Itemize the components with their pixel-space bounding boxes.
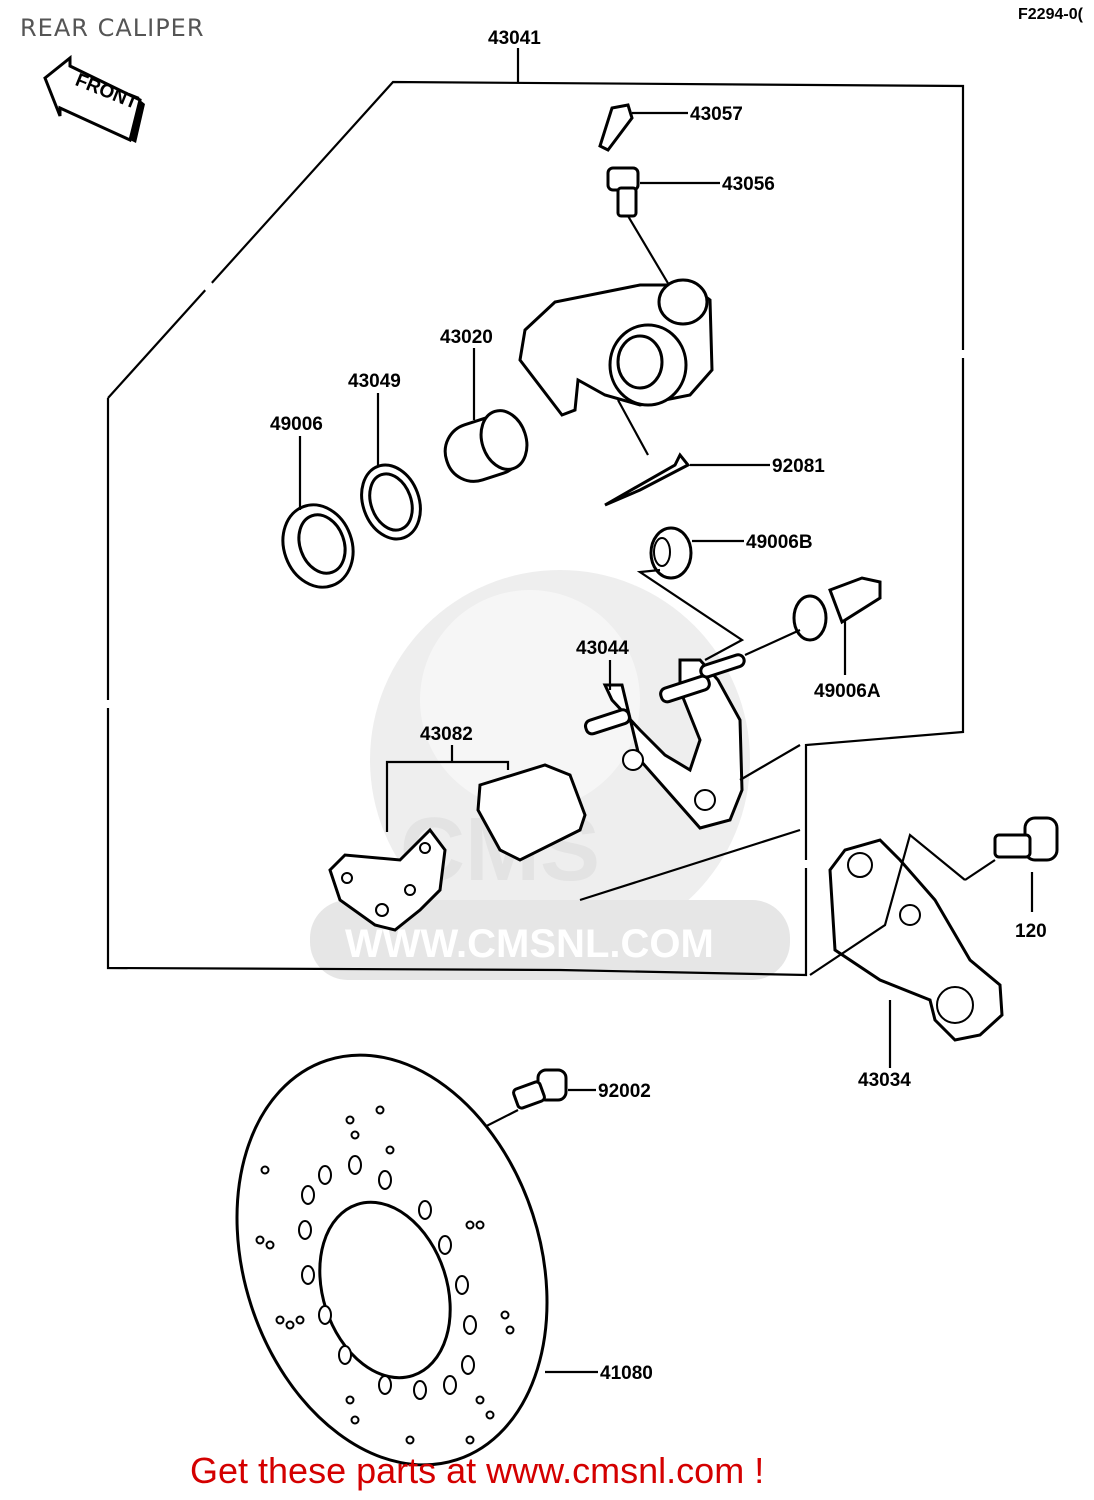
part-labels: 43041 43057 43056 43020 43049 49006 9208…: [270, 28, 1047, 1384]
label-43034: 43034: [858, 1070, 911, 1091]
label-43049: 43049: [348, 371, 401, 392]
label-92002: 92002: [598, 1081, 651, 1102]
label-43082: 43082: [420, 724, 473, 745]
caliper-holder-part: [583, 653, 746, 830]
boot-b-part: [636, 526, 745, 661]
piston-seal-part: [360, 393, 422, 541]
label-49006b: 49006B: [746, 532, 813, 553]
label-49006: 49006: [270, 414, 323, 435]
dust-seal-part: [281, 436, 355, 589]
label-41080: 41080: [600, 1363, 653, 1384]
pad-set-part: [328, 745, 587, 932]
bleed-valve-part: [606, 166, 720, 291]
piston-part: [443, 348, 529, 483]
label-49006a: 49006A: [814, 681, 881, 702]
figure-code: F2294-0(: [1018, 6, 1083, 23]
caliper-assembly-outline: [105, 48, 966, 977]
label-43056: 43056: [722, 174, 775, 195]
label-43057: 43057: [690, 104, 743, 125]
label-120: 120: [1015, 921, 1047, 942]
label-43041: 43041: [488, 28, 541, 49]
label-92081: 92081: [772, 456, 825, 477]
leader-line: [579, 828, 801, 902]
leader-line: [739, 744, 801, 781]
front-arrow-icon: FRONT: [43, 54, 145, 143]
watermark-face: [420, 590, 640, 810]
caliper-body-part: [518, 278, 714, 456]
page-title: REAR CALIPER: [20, 14, 205, 42]
disc-bolt-part: [454, 1068, 596, 1143]
pad-spring-part: [604, 452, 770, 507]
bolt-120-part: [964, 816, 1059, 912]
watermark-banner: [310, 900, 790, 980]
boot-a-part: [744, 576, 882, 675]
footer-link[interactable]: Get these parts at www.cmsnl.com !: [190, 1450, 765, 1491]
brake-disc-part: [235, 1053, 598, 1467]
label-43020: 43020: [440, 327, 493, 348]
bleed-cap-part: [598, 103, 688, 152]
bracket-part: [809, 833, 1004, 1068]
watermark-url: WWW.CMSNL.COM: [345, 922, 714, 966]
label-43044: 43044: [576, 638, 629, 659]
